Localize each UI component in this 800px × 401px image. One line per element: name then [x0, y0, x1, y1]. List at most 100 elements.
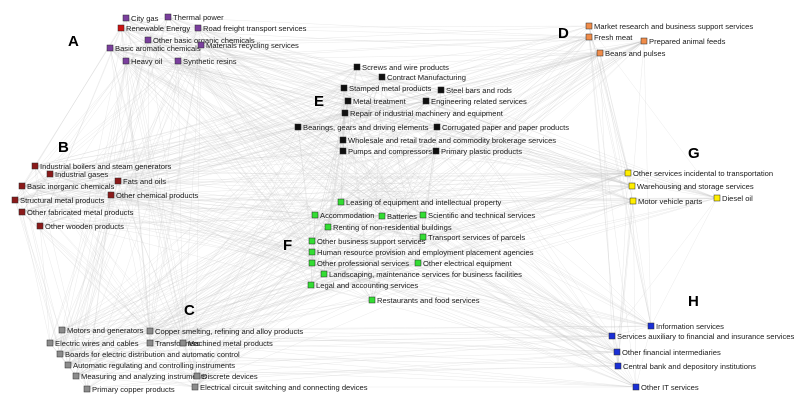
edge-line	[59, 353, 198, 377]
edge-line	[435, 150, 652, 327]
edge-line	[149, 150, 344, 344]
edge-line	[120, 27, 316, 216]
node-label: Thermal power	[173, 13, 224, 22]
edge-line	[109, 47, 358, 68]
node-bearings-gears-and-driving-elements: Bearings, gears and driving elements	[294, 123, 429, 132]
edge-line	[327, 226, 613, 337]
edge-line	[67, 150, 437, 366]
edge-line	[435, 52, 601, 152]
edge-line	[327, 87, 345, 228]
edge-line	[120, 27, 633, 187]
group-letter-d: D	[558, 25, 569, 42]
edge-line	[381, 76, 419, 264]
node-marker	[640, 37, 648, 45]
edge-line	[109, 25, 590, 49]
edge-line	[311, 251, 652, 327]
edge-line	[177, 60, 618, 353]
node-marker	[629, 197, 637, 205]
edge-line	[344, 112, 613, 337]
node-fresh-meat: Fresh meat	[585, 33, 633, 42]
edge-line	[200, 44, 442, 91]
edge-line	[75, 194, 112, 377]
node-marker	[344, 97, 352, 105]
node-automatic-regulating-and-controlling-instruments: Automatic regulating and controlling ins…	[64, 361, 235, 370]
edge-line	[344, 112, 633, 187]
node-beans-and-pulses: Beans and pulses	[596, 49, 666, 58]
edge-line	[422, 236, 637, 388]
node-marker	[194, 24, 202, 32]
edge-line	[39, 214, 424, 227]
edge-line	[75, 273, 325, 377]
edge-line	[381, 36, 590, 217]
edge-line	[21, 194, 112, 213]
edge-line	[21, 172, 629, 213]
edge-line	[167, 16, 718, 199]
edge-line	[197, 27, 718, 199]
node-label: Transport services of parcels	[428, 233, 525, 242]
node-marker	[339, 136, 347, 144]
edge-line	[182, 335, 613, 344]
edge-line	[343, 87, 442, 91]
node-label: Fresh meat	[594, 33, 633, 42]
edge-line	[297, 126, 344, 152]
edge-line	[149, 126, 438, 344]
edge-line	[39, 44, 202, 227]
edge-line	[371, 150, 437, 301]
edge-line	[425, 100, 618, 353]
edge-line	[617, 172, 629, 367]
edge-line	[149, 100, 349, 332]
edge-line	[371, 89, 442, 301]
edge-line	[21, 66, 358, 187]
edge-line	[14, 185, 633, 201]
edge-line	[61, 329, 618, 353]
edge-line	[200, 44, 345, 89]
node-central-bank-and-depository-institutions: Central bank and depository institutions	[614, 362, 756, 371]
edge-line	[147, 39, 349, 102]
edge-line	[117, 100, 427, 182]
node-scientific-and-technical-services: Scientific and technical services	[419, 211, 535, 220]
edge-line	[340, 201, 424, 216]
node-copper-smelting-refining-and-alloy-products: Copper smelting, refining and alloy prod…	[146, 327, 303, 336]
node-industrial-boilers-and-steam-generators: Industrial boilers and steam generators	[31, 162, 171, 171]
node-label: Other financial intermediaries	[622, 348, 721, 357]
edge-line	[75, 197, 718, 377]
node-road-freight-transport-services: Road freight transport services	[194, 24, 307, 33]
node-other-business-support-services: Other business support services	[308, 237, 426, 246]
node-label: Other professional services	[317, 259, 409, 268]
edge-line	[311, 262, 637, 388]
node-marker	[608, 332, 616, 340]
edge-line	[67, 89, 442, 366]
node-label: Basic aromatic chemicals	[115, 44, 201, 53]
edge-line	[182, 262, 419, 344]
node-label: Heavy oil	[131, 57, 163, 66]
edge-line	[182, 342, 637, 388]
edge-line	[86, 52, 601, 390]
edge-line	[196, 299, 373, 377]
edge-line	[440, 89, 637, 388]
edge-line	[436, 126, 633, 187]
edge-line	[14, 199, 313, 253]
node-marker	[307, 281, 315, 289]
edge-line	[21, 25, 590, 187]
edge-line	[125, 52, 601, 62]
node-label: Other electrical equipment	[423, 259, 513, 268]
node-marker	[308, 237, 316, 245]
edge-line	[110, 52, 601, 196]
edge-line	[149, 214, 316, 344]
node-marker	[58, 326, 66, 334]
group-letter-f: F	[283, 237, 292, 254]
node-structural-metal-products: Structural metal products	[11, 196, 105, 205]
edge-line	[435, 150, 618, 353]
node-marker	[122, 14, 130, 22]
node-marker	[432, 147, 440, 155]
edge-line	[182, 299, 373, 344]
node-marker	[339, 147, 347, 155]
node-diesel-oil: Diesel oil	[713, 194, 753, 203]
node-label: Basic inorganic chemicals	[27, 182, 115, 191]
edge-line	[21, 211, 184, 344]
edge-line	[110, 139, 344, 196]
edge-line	[59, 139, 344, 355]
edge-line	[120, 16, 169, 29]
node-other-wooden-products: Other wooden products	[36, 222, 124, 231]
